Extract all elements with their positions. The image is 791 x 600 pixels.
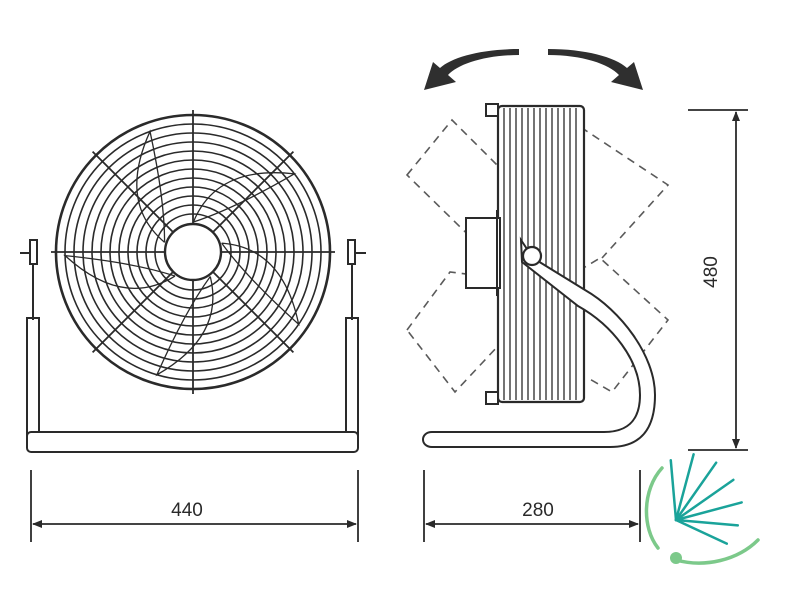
side-clip-top bbox=[485, 103, 499, 117]
fan-blade bbox=[192, 172, 297, 223]
front-stand bbox=[20, 239, 366, 453]
logo-ray bbox=[674, 461, 718, 522]
logo-ray bbox=[674, 518, 729, 545]
front-view bbox=[20, 110, 366, 453]
dimension-height bbox=[688, 109, 748, 451]
spiral-logo-icon bbox=[644, 453, 760, 565]
logo-ray bbox=[674, 453, 695, 522]
fan-blade bbox=[63, 254, 176, 289]
curved-arrow-icon bbox=[424, 49, 643, 90]
motor-housing bbox=[465, 217, 501, 289]
logo-ray bbox=[674, 501, 743, 522]
side-clip-bottom bbox=[485, 391, 499, 405]
width-dimension-label: 440 bbox=[171, 500, 203, 521]
height-dimension-label: 480 bbox=[701, 256, 722, 288]
dimension-depth bbox=[423, 470, 641, 542]
depth-dimension-label: 280 bbox=[522, 500, 554, 521]
fan-blade bbox=[155, 276, 214, 377]
grill-spoke bbox=[91, 271, 174, 354]
logo-ray bbox=[674, 518, 740, 527]
dimension-width bbox=[30, 470, 359, 542]
grill-spoke bbox=[91, 150, 174, 233]
side-stand-arm bbox=[422, 236, 657, 448]
logo-ray bbox=[674, 478, 735, 522]
front-grill bbox=[51, 110, 335, 394]
grill-spoke bbox=[212, 271, 295, 354]
fan-blade bbox=[221, 242, 300, 327]
grill-spoke bbox=[212, 150, 295, 233]
fan-hub bbox=[163, 222, 223, 282]
side-view bbox=[405, 103, 670, 448]
pivot-knob bbox=[521, 245, 543, 267]
logo-ray bbox=[669, 458, 678, 522]
fan-blade bbox=[136, 129, 166, 243]
